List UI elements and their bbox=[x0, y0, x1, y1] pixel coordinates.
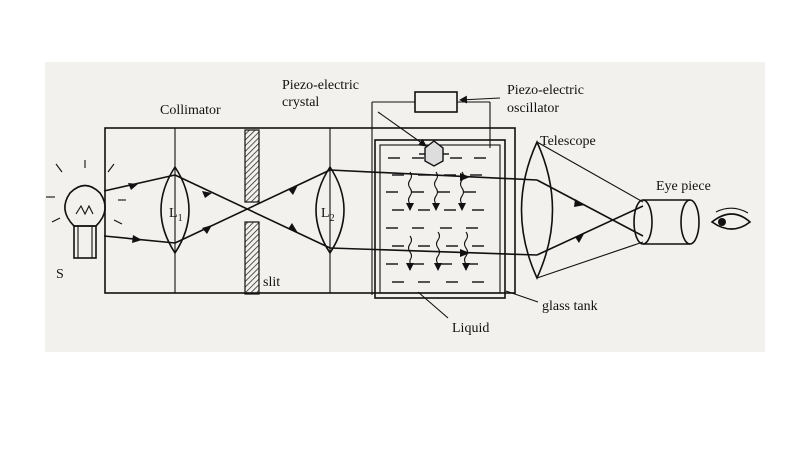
glass-tank-pointer bbox=[505, 290, 539, 303]
label-lens-l2-sub: 2 bbox=[330, 213, 335, 224]
eye-icon bbox=[710, 207, 752, 230]
label-piezo-crystal-line2: crystal bbox=[282, 95, 319, 110]
page-background bbox=[45, 62, 765, 352]
glass-tank-outer bbox=[374, 139, 506, 299]
label-liquid: Liquid bbox=[452, 321, 489, 336]
label-telescope: Telescope bbox=[540, 134, 596, 149]
label-collimator: Collimator bbox=[160, 103, 221, 118]
label-lens-l2: L2 bbox=[321, 206, 335, 224]
lens-l1 bbox=[160, 165, 190, 255]
piezo-crystal-pointer bbox=[377, 111, 427, 147]
telescope-tube-bottom bbox=[536, 241, 644, 279]
telescope-tube-top bbox=[536, 141, 644, 203]
slit-lower-block bbox=[244, 221, 260, 295]
piezo-oscillator-pointer bbox=[459, 95, 501, 104]
label-lens-l1-sub: 1 bbox=[178, 213, 183, 224]
label-glass-tank: glass tank bbox=[542, 299, 598, 314]
light-bulb-icon bbox=[46, 160, 126, 259]
light-rays bbox=[103, 169, 644, 256]
label-eye-piece: Eye piece bbox=[656, 179, 711, 194]
slit-upper-block bbox=[244, 129, 260, 203]
ultrasonic-waves bbox=[406, 171, 470, 271]
label-piezo-oscillator-line2: oscillator bbox=[507, 101, 559, 116]
label-lens-l1: L1 bbox=[169, 206, 183, 224]
liquid-pointer bbox=[417, 291, 449, 319]
label-source: S bbox=[56, 267, 64, 282]
piezo-crystal bbox=[419, 140, 449, 167]
eye-piece-tube bbox=[633, 199, 700, 245]
ray-arrowheads bbox=[128, 173, 585, 257]
label-slit: slit bbox=[263, 275, 280, 290]
label-piezo-crystal-line1: Piezo-electric bbox=[282, 78, 359, 93]
lens-l2 bbox=[315, 165, 345, 255]
label-lens-l2-main: L bbox=[321, 206, 330, 221]
label-piezo-oscillator-line1: Piezo-electric bbox=[507, 83, 584, 98]
label-lens-l1-main: L bbox=[169, 206, 178, 221]
